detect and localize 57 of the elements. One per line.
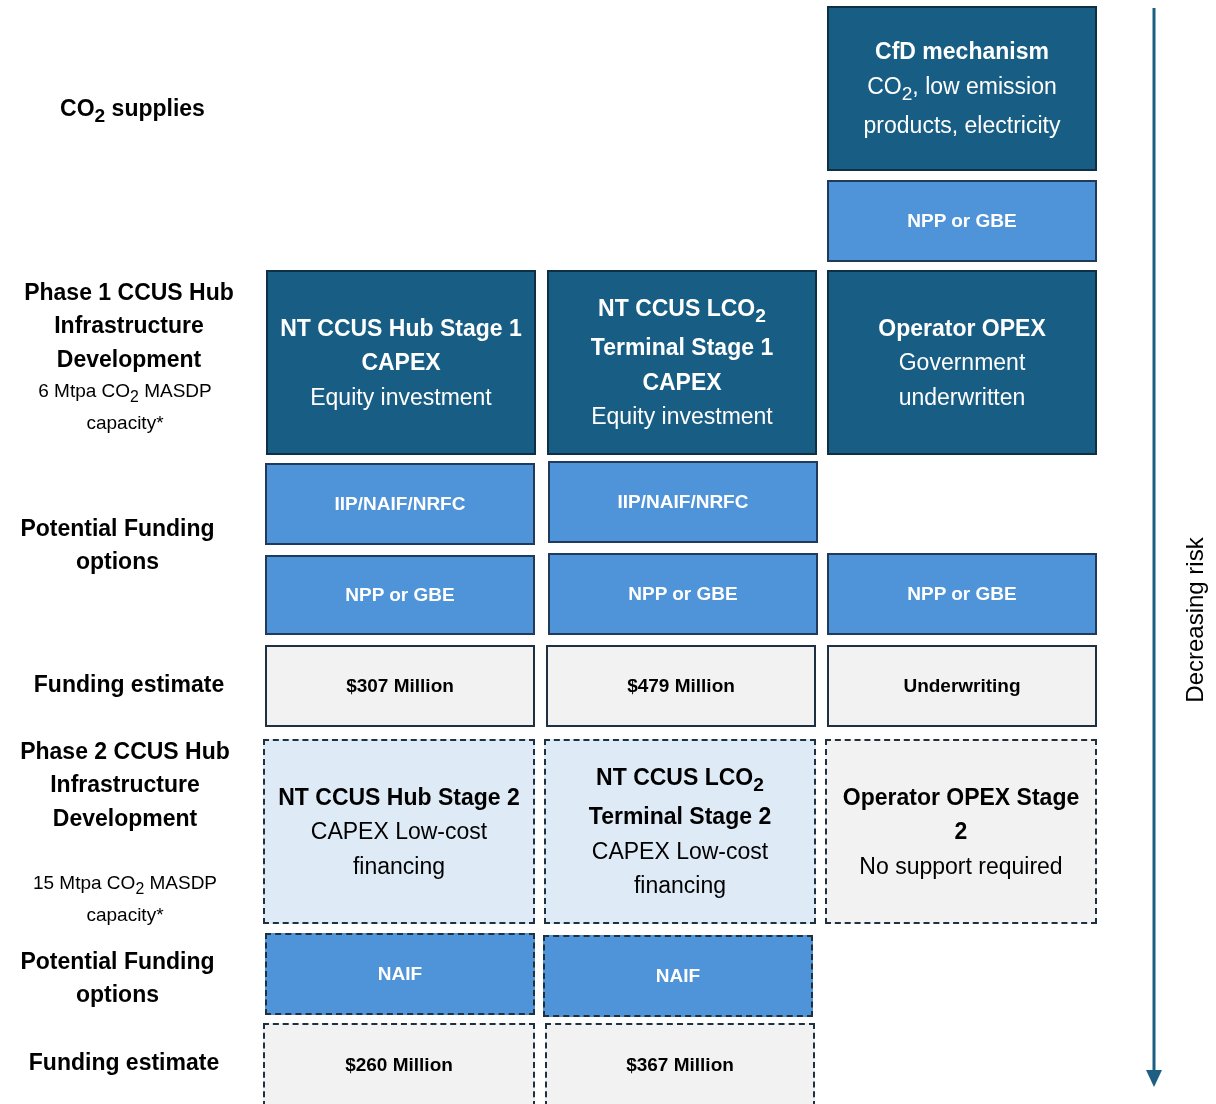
row-note: 15 Mtpa CO$_{2}$ MASDP capacity*	[31, 871, 219, 927]
box-title: NPP or GBE	[628, 581, 738, 606]
box-title: $367 Million	[626, 1052, 734, 1077]
box-title: IIP/NAIF/NRFC	[617, 489, 749, 514]
box-title: Operator OPEX	[878, 313, 1046, 343]
row-heading: CO$_{2}$ supplies	[59, 94, 206, 128]
estimate-box	[825, 739, 1097, 924]
funding-box	[544, 739, 816, 924]
box-title: CfD mechanism	[875, 37, 1049, 67]
box-title: $307 Million	[346, 673, 454, 698]
box-text: No support required	[859, 851, 1063, 881]
box-text: Government underwritten	[897, 348, 1027, 412]
box-text: CO$_{2}$, low emission products, electricity	[862, 71, 1062, 141]
estimate-box	[827, 645, 1097, 727]
funding-option-box	[548, 553, 818, 635]
box-title: $479 Million	[627, 673, 735, 698]
estimate-box	[263, 1023, 535, 1104]
estimate-box	[545, 1023, 815, 1104]
box-text: Equity investment	[310, 382, 492, 412]
box-title: IIP/NAIF/NRFC	[334, 491, 466, 516]
box-title: NT CCUS Hub Stage 1 CAPEX	[279, 313, 523, 378]
box-text: CAPEX Low-cost financing	[590, 836, 770, 901]
funding-option-box	[827, 553, 1097, 635]
box-title: NPP or GBE	[907, 581, 1017, 606]
estimate-box	[546, 645, 816, 727]
funding-option-box	[548, 461, 818, 543]
box-title: Operator OPEX Stage 2	[841, 782, 1081, 847]
funding-box	[547, 270, 817, 455]
row-heading: Funding estimate	[32, 670, 226, 699]
row-heading: Phase 2 CCUS Hub Infrastructure Development	[19, 737, 231, 833]
box-title: NT CCUS Hub Stage 2	[278, 782, 520, 812]
box-title: NT CCUS LCO$_{2}$ Terminal Stage 1 CAPEX	[589, 294, 775, 397]
row-note: 6 Mtpa CO$_{2}$ MASDP capacity*	[37, 379, 213, 435]
box-title: $260 Million	[345, 1052, 453, 1077]
funding-option-box	[265, 933, 535, 1015]
funding-box	[827, 270, 1097, 455]
box-title: NPP or GBE	[345, 582, 455, 607]
box-title: NAIF	[377, 961, 423, 986]
row-heading: Funding estimate	[27, 1048, 221, 1077]
box-title: NAIF	[655, 963, 701, 988]
axis-label: Decreasing risk	[1181, 537, 1209, 703]
funding-option-box	[265, 463, 535, 545]
funding-box	[263, 739, 535, 924]
funding-box	[827, 6, 1097, 171]
row-heading: Phase 1 CCUS Hub Infrastructure Development	[23, 278, 235, 374]
row-heading: Potential Funding options	[19, 514, 216, 577]
estimate-box	[265, 645, 535, 727]
funding-option-box	[827, 180, 1097, 262]
box-title: NPP or GBE	[907, 208, 1017, 233]
funding-box	[266, 270, 536, 455]
box-text: Equity investment	[591, 402, 773, 432]
row-heading: Potential Funding options	[19, 947, 216, 1010]
box-title: NT CCUS LCO$_{2}$ Terminal Stage 2	[587, 763, 773, 832]
box-title: Underwriting	[903, 673, 1021, 698]
funding-option-box	[543, 935, 813, 1017]
box-text: CAPEX Low-cost financing	[309, 817, 489, 881]
funding-option-box	[265, 555, 535, 635]
